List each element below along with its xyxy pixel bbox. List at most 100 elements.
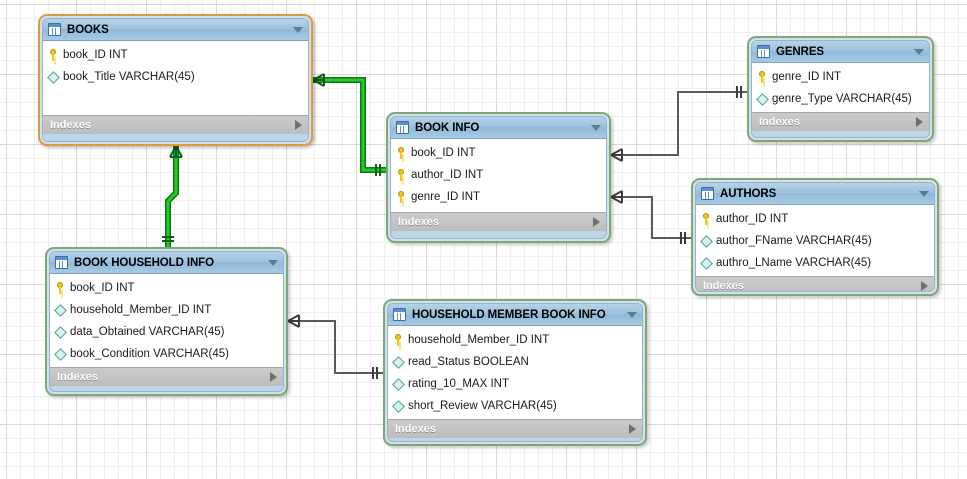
column-row[interactable]: book_ID INT [50,277,283,299]
table-header-genres[interactable]: GENRES [752,41,929,63]
column-row[interactable]: author_FName VARCHAR(45) [696,230,934,252]
relationship-halo [313,77,386,173]
diamond-icon [700,234,713,248]
column-list: book_ID INT household_Member_ID INT data_O… [50,274,283,367]
chevron-right-icon[interactable] [921,281,928,291]
chevron-right-icon[interactable] [916,117,923,127]
chevron-down-icon[interactable] [627,311,637,318]
relationship-book-household-info-to-household-member-book-info[interactable] [287,314,383,379]
column-label: rating_10_MAX INT [408,378,509,390]
table-node-book_household_info[interactable]: BOOK HOUSEHOLD INFO book_ID INT household_… [45,247,288,396]
indexes-label: Indexes [759,116,800,128]
indexes-section-household_member_book_info[interactable]: Indexes [388,419,642,438]
column-label: book_Condition VARCHAR(45) [70,348,229,360]
cardinality-one-marker [162,236,174,242]
column-row[interactable]: book_Condition VARCHAR(45) [50,343,283,365]
cardinality-one-marker [375,164,381,176]
table-title: GENRES [776,45,824,58]
relationship-line [288,320,383,374]
diamond-icon [47,70,60,84]
table-body: GENRES genre_ID INT genre_Type VARCHAR(45)… [751,40,930,138]
table-header-book_info[interactable]: BOOK INFO [391,117,606,139]
table-title: BOOKS [67,23,109,36]
column-row[interactable]: read_Status BOOLEAN [388,351,642,373]
column-row[interactable]: book_Title VARCHAR(45) [43,66,308,88]
table-body: BOOK HOUSEHOLD INFO book_ID INT household_… [49,251,284,392]
column-row[interactable]: book_ID INT [391,142,606,164]
chevron-down-icon[interactable] [914,48,924,55]
crowsfoot-many-marker [610,148,623,162]
table-icon [396,121,409,134]
column-label: household_Member_ID INT [70,304,212,316]
diamond-icon [54,303,67,317]
chevron-right-icon[interactable] [295,120,302,130]
column-label: author_ID INT [411,169,484,181]
column-row[interactable]: household_Member_ID INT [388,329,642,351]
relationship-book-info-to-authors[interactable] [610,190,691,244]
chevron-down-icon[interactable] [268,259,278,266]
indexes-label: Indexes [395,423,436,435]
column-row[interactable]: authro_LName VARCHAR(45) [696,252,934,274]
table-node-genres[interactable]: GENRES genre_ID INT genre_Type VARCHAR(45)… [747,36,934,142]
relationship-line [166,146,178,247]
chevron-down-icon[interactable] [293,26,303,33]
key-icon [48,49,59,61]
column-row[interactable]: household_Member_ID INT [50,299,283,321]
relationship-book-info-to-genres[interactable] [610,86,747,162]
key-icon [396,169,407,181]
table-header-book_household_info[interactable]: BOOK HOUSEHOLD INFO [50,252,283,274]
crowsfoot-many-marker [287,314,300,328]
indexes-label: Indexes [703,280,744,292]
table-header-books[interactable]: BOOKS [43,19,308,41]
column-label: data_Obtained VARCHAR(45) [70,326,225,338]
indexes-section-book_household_info[interactable]: Indexes [50,367,283,386]
column-row[interactable]: rating_10_MAX INT [388,373,642,395]
column-label: genre_Type VARCHAR(45) [772,93,912,105]
cardinality-one-marker [736,86,742,98]
table-footer-strip [752,131,929,137]
chevron-down-icon[interactable] [591,124,601,131]
chevron-down-icon[interactable] [919,190,929,197]
table-node-household_member_book_info[interactable]: HOUSEHOLD MEMBER BOOK INFO household_Memb… [383,299,647,446]
column-label: household_Member_ID INT [408,334,550,346]
table-header-authors[interactable]: AUTHORS [696,183,934,205]
diamond-icon [392,377,405,391]
table-footer-strip [388,438,642,441]
diamond-icon [756,92,769,106]
relationship-books-to-book-household-info[interactable] [162,145,183,247]
column-row[interactable]: genre_Type VARCHAR(45) [752,88,929,110]
chevron-right-icon[interactable] [629,424,636,434]
chevron-right-icon[interactable] [593,217,600,227]
column-label: short_Review VARCHAR(45) [408,400,557,412]
indexes-section-book_info[interactable]: Indexes [391,212,606,231]
indexes-section-authors[interactable]: Indexes [696,276,934,292]
column-row[interactable]: short_Review VARCHAR(45) [388,395,642,417]
relationship-halo [165,146,179,247]
table-title: BOOK INFO [415,121,480,134]
key-icon [701,213,712,225]
table-footer-strip [391,231,606,238]
column-label: book_ID INT [411,147,476,159]
relationship-books-to-book-info[interactable] [312,73,386,176]
column-row[interactable]: book_ID INT [43,44,308,66]
column-list: book_ID INT author_ID INT genre_ID INT [391,139,606,212]
indexes-section-books[interactable]: Indexes [43,115,308,134]
column-row[interactable]: author_ID INT [696,208,934,230]
table-header-household_member_book_info[interactable]: HOUSEHOLD MEMBER BOOK INFO [388,304,642,326]
column-row[interactable]: genre_ID INT [752,66,929,88]
relationship-line [313,78,386,172]
column-row[interactable]: genre_ID INT [391,186,606,208]
chevron-right-icon[interactable] [270,372,277,382]
table-title: AUTHORS [720,187,777,200]
column-row[interactable]: author_ID INT [391,164,606,186]
column-row[interactable]: data_Obtained VARCHAR(45) [50,321,283,343]
column-label: genre_ID INT [772,71,842,83]
table-icon [393,308,406,321]
indexes-section-genres[interactable]: Indexes [752,112,929,131]
table-node-book_info[interactable]: BOOK INFO book_ID INT author_ID INT genre_I… [386,112,611,243]
